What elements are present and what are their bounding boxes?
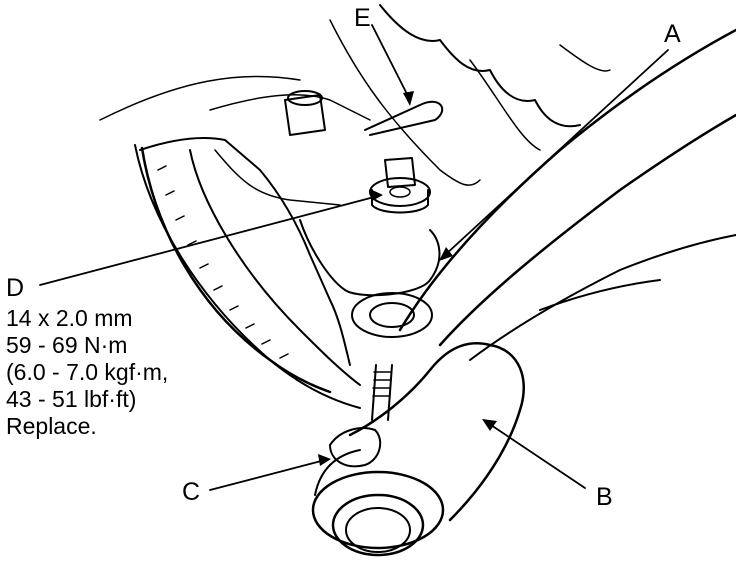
leader-line-d xyxy=(39,195,379,286)
replace-note: Replace. xyxy=(6,413,97,439)
cotter-pin xyxy=(364,100,444,136)
torque-nm: 59 - 69 N·m xyxy=(6,332,128,358)
torque-kgfm: (6.0 - 7.0 kgf·m, xyxy=(6,359,169,385)
boot-bellows xyxy=(329,4,611,186)
arrowhead-a xyxy=(439,247,453,261)
arrowhead-d xyxy=(370,189,383,201)
upper-bolt xyxy=(284,90,326,136)
leader-line-a xyxy=(444,49,669,256)
lower-arm xyxy=(348,28,736,522)
leader-line-e xyxy=(371,24,411,101)
arrowhead-e xyxy=(403,91,414,106)
callout-a: A xyxy=(664,20,681,48)
brake-disc-edge xyxy=(140,146,332,394)
stabilizer-link xyxy=(329,364,393,468)
callout-e: E xyxy=(354,4,371,32)
lower-bushing xyxy=(311,449,445,557)
callout-b: B xyxy=(596,483,613,511)
leader-line-b xyxy=(487,422,586,489)
bolt-size: 14 x 2.0 mm xyxy=(6,305,133,331)
arrowhead-c xyxy=(318,454,331,466)
callout-c: C xyxy=(182,478,201,506)
callout-d: D xyxy=(6,274,25,302)
knuckle-outline xyxy=(99,75,371,409)
ball-joint-nut xyxy=(369,157,431,214)
leader-line-c xyxy=(209,459,326,491)
ball-joint-housing xyxy=(299,219,441,338)
arrowhead-b xyxy=(482,419,497,431)
torque-lbfft: 43 - 51 lbf·ft) xyxy=(6,386,137,412)
torque-spec: 14 x 2.0 mm 59 - 69 N·m (6.0 - 7.0 kgf·m… xyxy=(6,305,168,440)
leader-lines xyxy=(39,24,669,491)
